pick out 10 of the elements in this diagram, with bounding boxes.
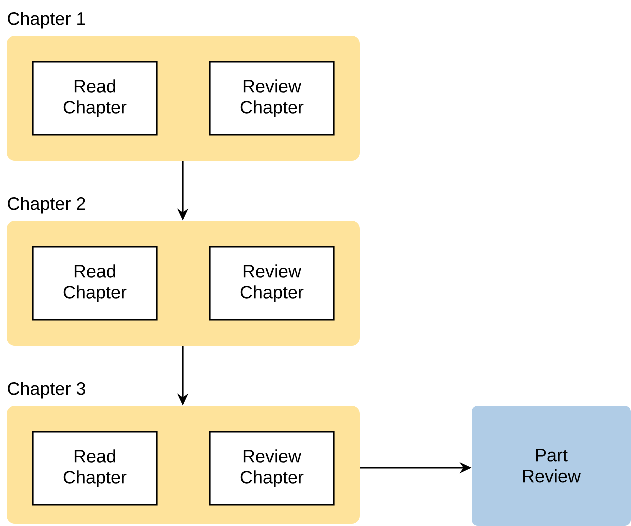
step-box: Review Chapter <box>209 61 335 136</box>
node-label: Chapter 2 <box>8 197 86 214</box>
step-box: Read Chapter <box>32 61 158 136</box>
node-label: Chapter 3 <box>8 382 86 399</box>
step-box: Read Chapter <box>32 431 158 506</box>
step-box: Read Chapter <box>32 246 158 321</box>
step-box: Review Chapter <box>209 431 335 506</box>
part-box: Part Review <box>472 406 631 526</box>
step-box: Review Chapter <box>209 246 335 321</box>
node-label: Chapter 1 <box>8 12 86 29</box>
